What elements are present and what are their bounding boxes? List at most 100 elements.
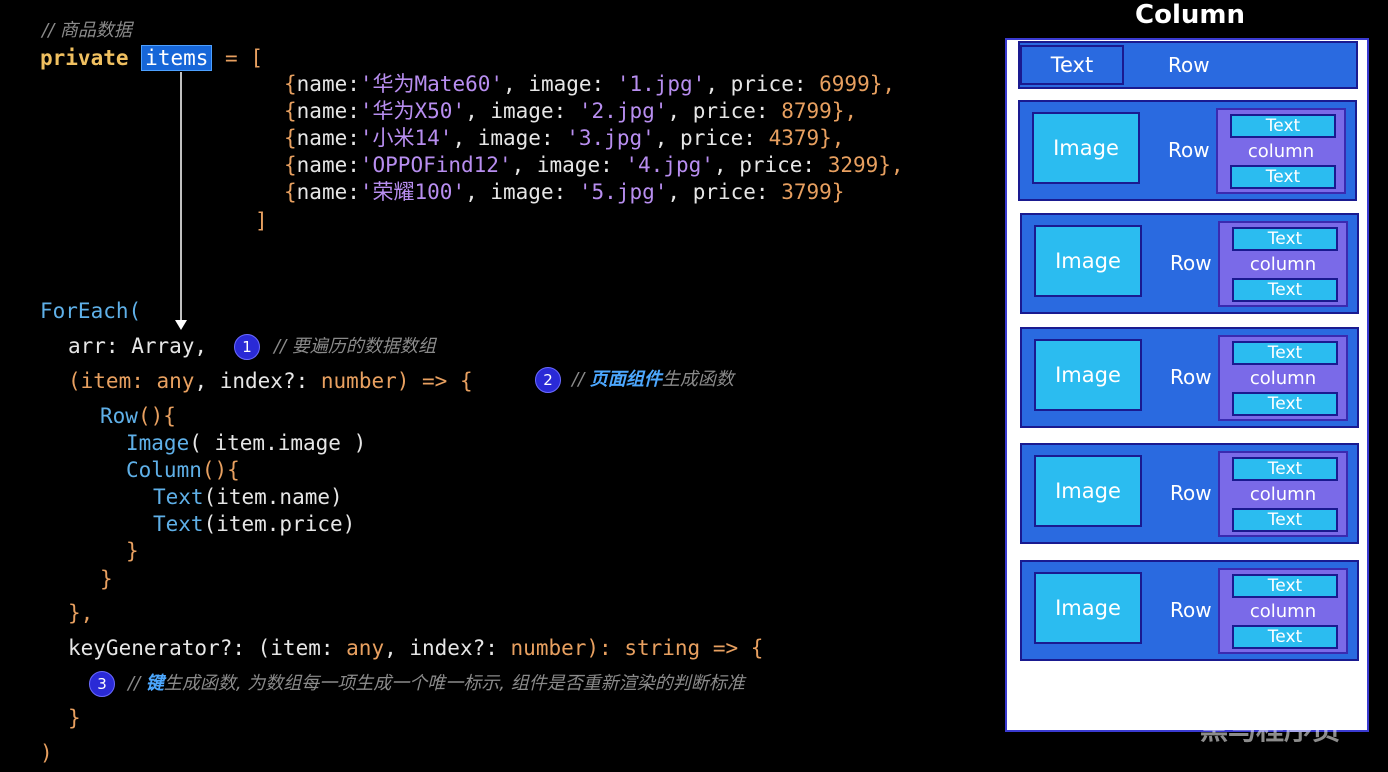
image-box: Image [1034,572,1142,644]
comment2-rest: 生成函数 [661,369,734,390]
badge-3: 3 [89,671,115,697]
column-close: } [126,539,139,563]
any-type: any [156,369,195,393]
entry-price-value: 8799 [781,99,832,123]
text-box-top: Text [1232,457,1338,481]
watermark: 黑马程序员 [1200,713,1341,746]
comment3-prefix: // [128,673,146,694]
keygen-any: any [346,636,385,660]
builder-close: }, [68,601,94,625]
badge-2: 2 [535,367,561,393]
comment-keygen: // 键生成函数, 为数组每一项生成一个唯一标示, 组件是否重新渲染的判断标准 [128,671,745,697]
entry-image-value: '5.jpg' [578,180,668,204]
entry-name-value: 'OPPOFind12' [359,153,512,177]
entry-image-key: , image: [503,72,617,96]
text-price-line: Text(item.price) [153,511,355,537]
image-box: Image [1032,112,1140,184]
header-row-label: Row [1168,53,1210,77]
text-name-args: (item.name) [203,485,343,509]
product-entry: {name:'荣耀100', image: '5.jpg', price: 37… [284,179,844,205]
product-entry: {name:'OPPOFind12', image: '4.jpg', pric… [284,152,904,178]
comment3-rest: 生成函数, 为数组每一项生成一个唯一标示, 组件是否重新渲染的判断标准 [163,673,745,694]
entry-open-brace: { [284,180,297,204]
comment-builder: // 页面组件生成函数 [572,367,734,393]
column-label: column [1249,368,1317,389]
row-label: Row [1170,598,1212,622]
comment2-prefix: // [572,369,590,390]
column-label: column [1249,484,1317,505]
text-box-top: Text [1232,227,1338,251]
badge-1: 1 [234,334,260,360]
column-call: Column [126,458,202,482]
row-label: Row [1170,365,1212,389]
entry-name-key: name: [296,72,360,96]
entry-image-value: '3.jpg' [566,126,655,150]
entry-close: }, [878,153,904,177]
entry-close: }, [819,126,845,150]
entry-name-value: '荣耀100' [359,180,466,204]
entry-open-brace: { [284,99,297,123]
entry-image-value: '4.jpg' [625,153,714,177]
image-box: Image [1034,455,1142,527]
text-call-name: Text [153,485,204,509]
entry-open-brace: { [284,72,297,96]
comment2-highlight: 页面组件 [589,369,662,390]
foreach-keyword: ForEach( [40,299,142,323]
item-param-open: (item: [68,369,157,393]
keygen-name: keyGenerator?: (item: [68,636,347,660]
entry-name-value: '华为Mate60' [359,72,504,96]
row-label: Row [1168,138,1210,162]
entry-price-value: 6999 [819,72,870,96]
text-box-top: Text [1232,341,1338,365]
comment-array: // 要遍历的数据数组 [274,336,436,357]
comment3-highlight: 键 [145,673,164,694]
image-args: ( item.image ) [189,431,367,455]
entry-image-value: '2.jpg' [578,99,668,123]
arr-param: arr: Array, [68,334,208,358]
entry-price-value: 4379 [768,126,820,150]
entry-image-key: , image: [465,99,579,123]
entry-price-value: 3799 [781,180,832,204]
entry-close: }, [831,99,858,123]
number-type: number [320,369,397,393]
private-keyword: private [40,46,129,70]
entry-open-brace: { [284,126,297,150]
product-entry: {name:'华为X50', image: '2.jpg', price: 87… [284,98,857,124]
keygen-signature: keyGenerator?: (item: any, index?: numbe… [68,635,763,661]
entry-price-key: , price: [654,126,769,150]
array-close-bracket: ] [255,209,268,233]
row-open-line: Row(){ [100,403,176,429]
row-call: Row [100,404,138,428]
row-paren: (){ [137,404,176,428]
column-label: column [1249,601,1317,622]
text-call-price: Text [153,512,204,536]
image-box: Image [1034,339,1142,411]
text-box-top: Text [1232,574,1338,598]
entry-image-value: '1.jpg' [616,72,706,96]
foreach-close: ) [40,741,53,765]
entry-open-brace: { [284,153,297,177]
entry-price-value: 3299 [827,153,879,177]
entry-price-key: , price: [713,153,828,177]
product-entry: {name:'小米14', image: '3.jpg', price: 437… [284,125,844,151]
text-name-line: Text(item.name) [153,484,343,510]
product-entry: {name:'华为Mate60', image: '1.jpg', price:… [284,71,895,97]
column-label: column [1249,254,1317,275]
image-box: Image [1034,225,1142,297]
entry-image-key: , image: [511,153,626,177]
entry-close: } [831,180,845,204]
text-box-bottom: Text [1230,165,1336,189]
image-call: Image [126,431,190,455]
text-box-bottom: Text [1232,278,1338,302]
items-declaration: private items = [ [40,45,263,71]
entry-name-key: name: [296,153,360,177]
entry-price-key: , price: [667,99,782,123]
entry-image-key: , image: [465,180,579,204]
item-builder-signature: (item: any, index?: number) => { [68,368,473,394]
assign-open-bracket: = [ [212,46,263,70]
row-close: } [100,567,113,591]
entry-name-key: name: [296,126,360,150]
